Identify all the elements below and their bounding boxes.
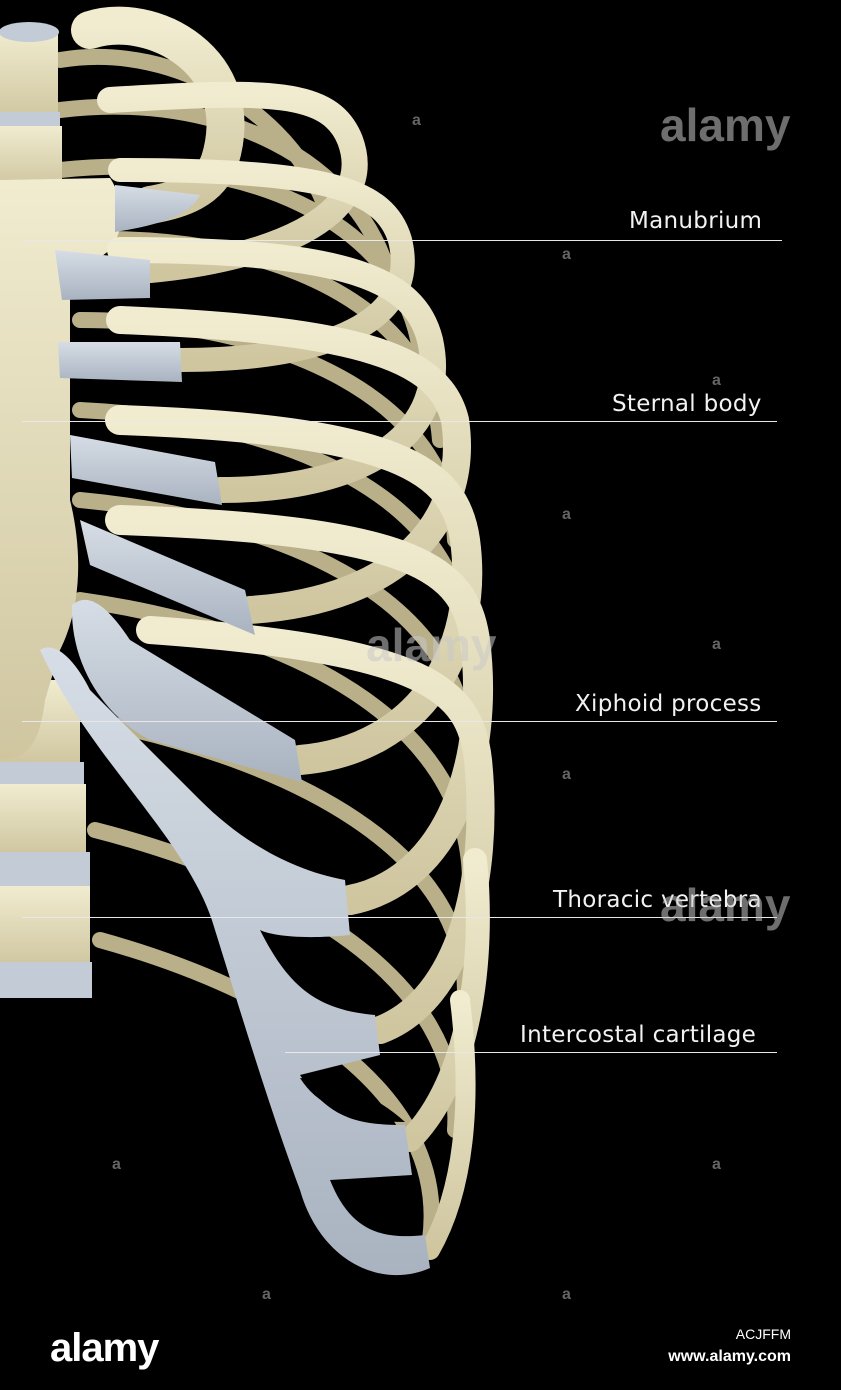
- watermark-mark: a: [562, 506, 571, 523]
- rib-cage-illustration: [0, 6, 495, 1276]
- watermark-logo: alamy: [660, 879, 791, 931]
- xiphoid-process-label: Xiphoid process: [575, 691, 762, 717]
- watermark-mark: a: [112, 1156, 121, 1173]
- xiphoid-process-leader-line: [22, 721, 777, 722]
- watermark-mark: a: [262, 1286, 271, 1303]
- footer-brand-logo: alamy: [50, 1326, 159, 1370]
- image-code: ACJFFM: [735, 1326, 791, 1342]
- footer-bar: alamy ACJFFM www.alamy.com: [0, 1310, 841, 1390]
- anatomy-illustration: Manubrium Sternal body Xiphoid process T…: [0, 6, 791, 1303]
- watermark-mark: a: [412, 112, 421, 129]
- cartilage-gaps: [265, 935, 422, 1233]
- watermark-mark: a: [562, 1286, 571, 1303]
- watermark-mark: a: [712, 372, 721, 389]
- watermark-mark: a: [712, 636, 721, 653]
- intercostal-cartilage-label: Intercostal cartilage: [520, 1022, 757, 1048]
- sternum: [0, 178, 122, 760]
- watermark-mark: a: [562, 766, 571, 783]
- watermark-logo: alamy: [366, 619, 497, 671]
- sternal-body-label: Sternal body: [612, 391, 762, 417]
- sternal-body-leader-line: [22, 421, 777, 422]
- costal-cartilages: [40, 185, 430, 1276]
- intercostal-cartilage-leader-line: [285, 1052, 777, 1053]
- manubrium-label: Manubrium: [629, 208, 763, 234]
- watermark-logo: alamy: [660, 99, 791, 151]
- watermark-mark: a: [562, 246, 571, 263]
- site-url: www.alamy.com: [668, 1348, 791, 1365]
- thoracic-vertebra-leader-line: [22, 917, 777, 918]
- manubrium-leader-line: [22, 240, 782, 241]
- thoracic-vertebra-label: Thoracic vertebra: [553, 887, 762, 913]
- watermark-mark: a: [712, 1156, 721, 1173]
